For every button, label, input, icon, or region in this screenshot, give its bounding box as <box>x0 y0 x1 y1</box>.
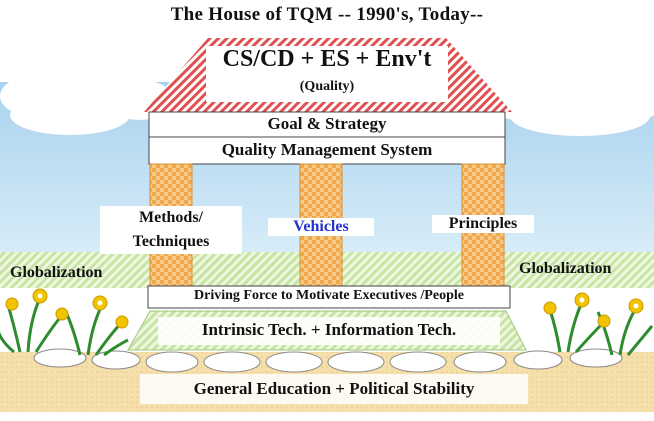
globalization-right-label: Globalization <box>519 260 612 277</box>
tech-label-box <box>158 317 500 345</box>
driving-force-box <box>147 285 511 309</box>
cloud-right <box>480 56 654 136</box>
globalization-left-label: Globalization <box>10 264 103 281</box>
roof-label-box <box>206 46 448 102</box>
roof-main-text: CS/CD + ES + Env't <box>222 46 432 72</box>
flowers-right-icon <box>543 292 654 356</box>
pillar-middle-label: Vehicles <box>268 218 374 236</box>
cloud-left <box>0 60 174 135</box>
qms-beam <box>148 136 506 165</box>
driving-force-text: Driving Force to Motivate Executives /Pe… <box>194 288 464 303</box>
pillar-left-label: Methods/ Techniques <box>100 206 242 254</box>
diagram-title: The House of TQM -- 1990's, Today-- <box>170 4 484 25</box>
qms-text: Quality Management System <box>221 140 433 159</box>
flowers-left-icon <box>0 288 129 357</box>
goal-strategy-beam <box>148 111 506 138</box>
goal-strategy-text: Goal & Strategy <box>267 114 387 133</box>
education-text: General Education + Political Stability <box>193 379 475 398</box>
roof-sub-text: (Quality) <box>299 79 355 94</box>
stones <box>33 348 623 373</box>
tech-text: Intrinsic Tech. + Information Tech. <box>201 320 457 339</box>
pillar-right-label: Principles <box>432 215 534 233</box>
education-label-box <box>140 374 528 404</box>
